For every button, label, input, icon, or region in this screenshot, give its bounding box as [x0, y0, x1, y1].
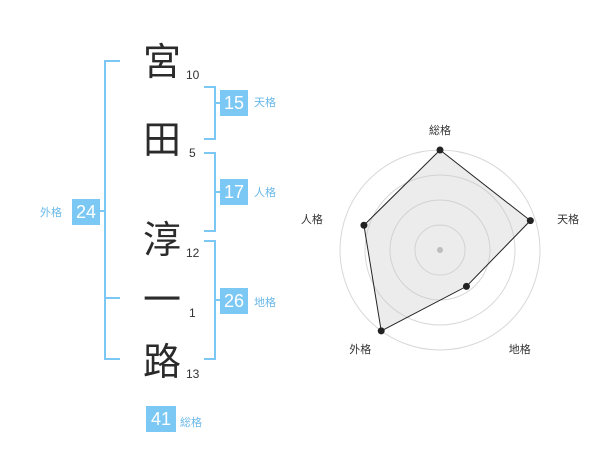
chikaku-value-badge: 26: [220, 288, 248, 314]
gaikaku-bracket: [104, 60, 120, 360]
tenkaku-bracket: [204, 86, 216, 140]
jinkaku-bracket: [204, 152, 216, 232]
gaikaku-bracket-tick: [100, 210, 104, 212]
radar-point-3: [462, 282, 470, 290]
radar-axis-label-3: 地格: [509, 342, 531, 356]
soukaku-value-badge: 41: [146, 406, 176, 432]
radar-point-4: [377, 327, 385, 335]
jinkaku-bracket-tick: [216, 191, 220, 193]
soukaku-label: 総格: [180, 416, 202, 429]
jinkaku-label: 人格: [254, 186, 276, 199]
jinkaku-value-badge: 17: [220, 179, 248, 205]
radar-series-polygon: [363, 149, 532, 332]
stroke-count-1: 10: [186, 68, 200, 82]
name-char-3: 淳: [142, 218, 181, 262]
radar-point-1: [436, 146, 444, 154]
tenkaku-bracket-tick: [216, 102, 220, 104]
radar-point-5: [360, 221, 368, 229]
name-char-5: 路: [142, 340, 181, 384]
gaikaku-value-badge: 24: [72, 199, 100, 225]
radar-axis-label-5: 人格: [301, 212, 323, 226]
radar-point-2: [526, 217, 534, 225]
radar-center-dot: [437, 247, 443, 253]
radar-ring-3: [364, 174, 516, 326]
tenkaku-value-badge: 15: [220, 90, 248, 116]
radar-axis-label-4: 外格: [349, 342, 371, 356]
gaikaku-label: 外格: [40, 206, 62, 219]
stroke-count-4: 1: [189, 306, 196, 320]
chikaku-bracket: [204, 240, 216, 360]
tenkaku-label: 天格: [254, 96, 276, 109]
chikaku-bracket-tick: [216, 299, 220, 301]
radar-axis-label-1: 総格: [429, 123, 451, 137]
gaikaku-bracket-divider: [104, 297, 120, 299]
name-char-4: 一: [142, 278, 181, 322]
chikaku-label: 地格: [254, 296, 276, 309]
radar-ring-1: [414, 224, 466, 276]
name-char-1: 宮: [142, 40, 181, 84]
name-char-2: 田: [142, 118, 181, 162]
stroke-count-2: 5: [189, 146, 196, 160]
radar-axis-label-2: 天格: [557, 212, 579, 226]
stroke-count-3: 12: [186, 246, 200, 260]
stroke-count-5: 13: [186, 367, 200, 381]
